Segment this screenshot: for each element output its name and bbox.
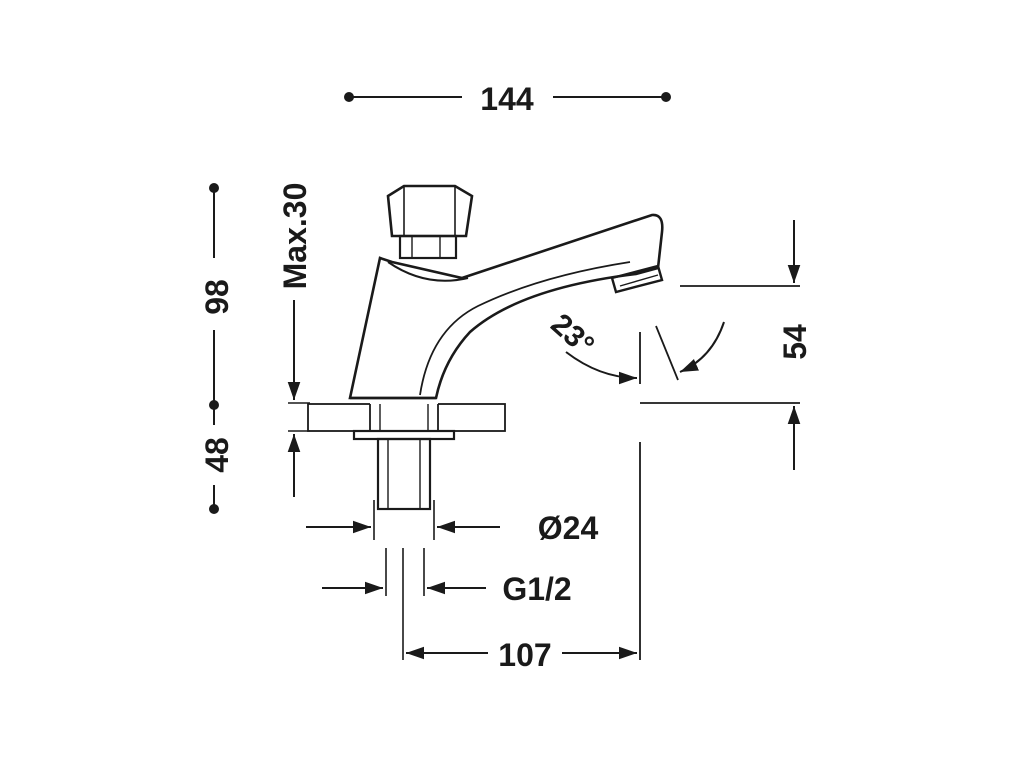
- counter-thickness-dimension: Max.30: [277, 183, 313, 497]
- diameter-dimension: Ø24: [306, 500, 598, 546]
- width-label: 144: [480, 81, 534, 117]
- max-thickness-label: Max.30: [277, 183, 313, 290]
- thread-dimension: G1/2: [322, 548, 572, 607]
- below-counter-label: 48: [199, 437, 235, 473]
- reach-label: 107: [498, 637, 551, 673]
- diameter-label: Ø24: [538, 510, 599, 546]
- total-height-label: 98: [199, 279, 235, 315]
- height-dimension: 98 48: [199, 183, 235, 514]
- spout-height-dimension: 54: [640, 220, 813, 470]
- angle-dimension: 23°: [544, 307, 725, 385]
- reach-dimension: 107: [402, 442, 641, 673]
- width-dimension: 144: [344, 81, 671, 117]
- faucet-body: [348, 184, 664, 400]
- angle-label: 23°: [544, 307, 600, 362]
- spout-height-label: 54: [777, 324, 813, 360]
- shank: [352, 429, 456, 511]
- counter-top: [307, 402, 506, 433]
- thread-label: G1/2: [502, 571, 571, 607]
